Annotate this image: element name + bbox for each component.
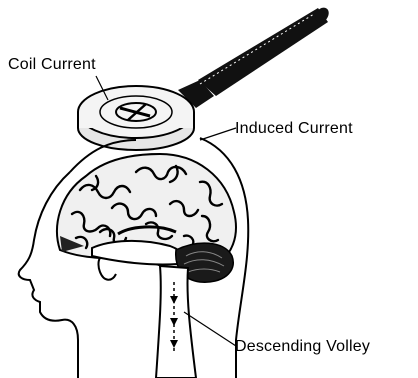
label-descending-volley: Descending Volley	[235, 338, 370, 356]
brain	[57, 154, 236, 282]
label-coil-current: Coil Current	[8, 56, 96, 74]
coil-handle	[178, 5, 332, 108]
label-induced-current: Induced Current	[235, 120, 353, 138]
spinal-cord	[156, 266, 196, 378]
